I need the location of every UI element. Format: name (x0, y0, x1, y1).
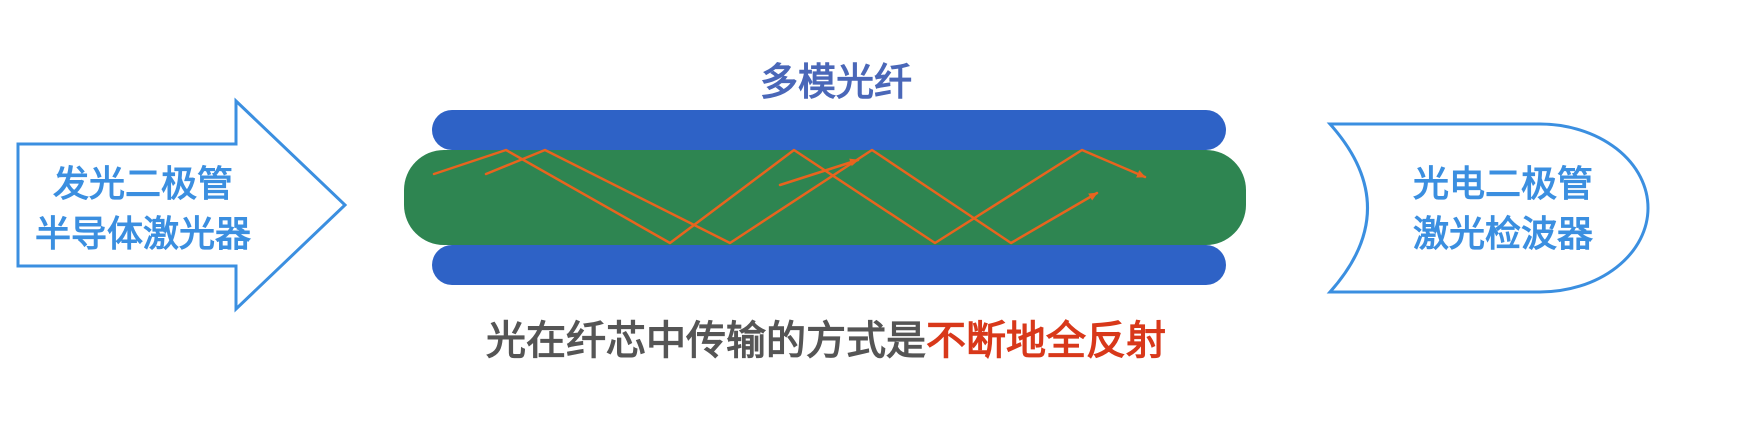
source-arrow-shape (16, 97, 348, 313)
detector-label-line1: 光电二极管 (1413, 164, 1593, 205)
source-label-line1: 发光二极管 (53, 164, 233, 205)
source-label-line2: 半导体激光器 (35, 214, 252, 255)
light-rays (432, 148, 1147, 245)
caption-normal: 光在纤芯中传输的方式是 (486, 318, 926, 364)
fiber-core (404, 150, 1246, 245)
photodetector: 光电二极管 激光检波器 (1326, 122, 1650, 294)
cladding-bottom (432, 245, 1226, 285)
fiber-title: 多模光纤 (760, 60, 912, 104)
detector-label-line2: 激光检波器 (1413, 214, 1594, 255)
caption-highlight: 不断地全反射 (926, 318, 1166, 364)
caption: 光在纤芯中传输的方式是不断地全反射 (486, 318, 1166, 364)
cladding-top (432, 110, 1226, 150)
light-ray-1 (432, 148, 1147, 245)
light-ray-3 (778, 158, 860, 187)
optical-fiber (404, 110, 1246, 285)
detector-shape (1326, 122, 1650, 294)
light-source: 发光二极管 半导体激光器 (16, 97, 348, 313)
light-ray-2 (484, 148, 1099, 245)
